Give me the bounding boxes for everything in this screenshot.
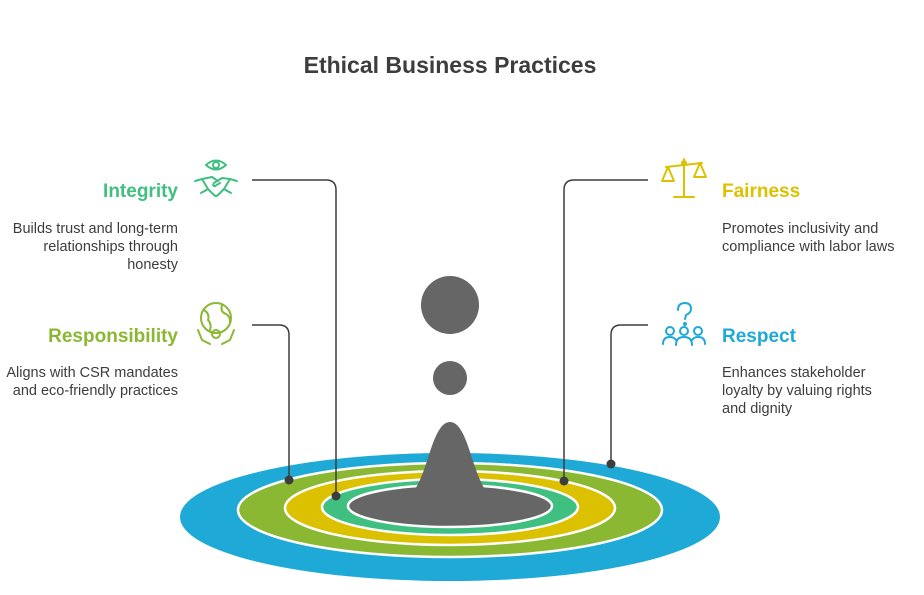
- connector-integrity: [252, 179, 337, 496]
- page-title: Ethical Business Practices: [303, 52, 597, 78]
- connector-fairness: [563, 179, 648, 481]
- integrity-label: Integrity: [103, 181, 178, 202]
- integrity-description: Builds trust and long-term relationships…: [12, 221, 178, 273]
- responsibility-description: Aligns with CSR mandates and eco-friendl…: [6, 365, 178, 399]
- globe-hands-icon: [197, 302, 235, 345]
- fairness-description: Promotes inclusivity and compliance with…: [722, 221, 895, 255]
- connector-dot-respect: [606, 459, 616, 469]
- connector-responsibility: [252, 324, 290, 480]
- droplet-small: [433, 361, 467, 395]
- respect-description: Enhances stakeholder loyalty by valuing …: [722, 365, 872, 417]
- responsibility-label: Responsibility: [48, 326, 178, 347]
- fairness-label: Fairness: [722, 181, 801, 202]
- splash-peak: [388, 422, 512, 506]
- connector-dot-responsibility: [284, 475, 294, 485]
- connector-dot-fairness: [559, 476, 569, 486]
- handshake-eye-icon: [194, 159, 238, 197]
- connector-dot-integrity: [331, 491, 341, 501]
- respect-label: Respect: [722, 326, 796, 347]
- people-group-icon: [662, 302, 706, 346]
- droplet-large: [421, 276, 479, 334]
- connector-respect: [610, 324, 648, 464]
- scales-icon: [661, 158, 707, 198]
